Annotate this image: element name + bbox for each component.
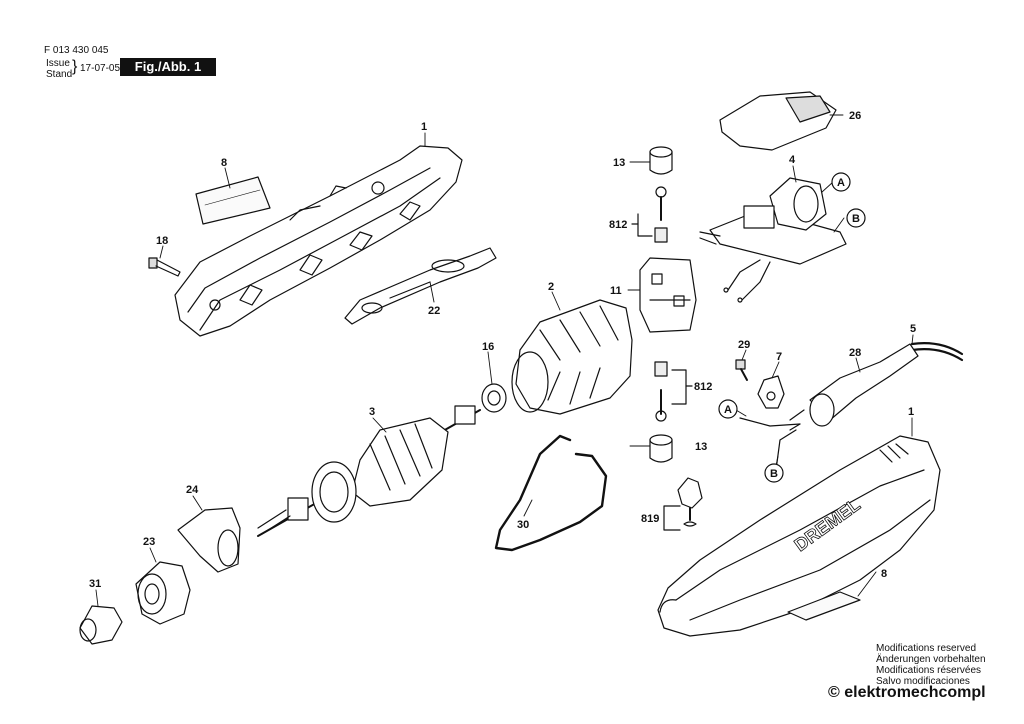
part-label-23: 23 xyxy=(143,536,155,548)
modification-notes: Modifications reserved Änderungen vorbeh… xyxy=(876,643,986,687)
part-label-1-lower: 1 xyxy=(908,406,914,418)
part-label-29: 29 xyxy=(738,339,750,351)
copyright-watermark: © elektromechcompl xyxy=(828,684,986,701)
part-label-1-upper: 1 xyxy=(421,121,427,133)
part-label-18: 18 xyxy=(156,235,168,247)
note-line: Änderungen vorbehalten xyxy=(876,654,986,665)
part-label-8-upper: 8 xyxy=(221,157,227,169)
cord-guard-part-28 xyxy=(739,343,919,471)
part-label-28: 28 xyxy=(849,347,861,359)
connector-letter-a-upper: A xyxy=(837,177,845,189)
part-label-7: 7 xyxy=(776,351,782,363)
part-label-5: 5 xyxy=(910,323,916,335)
collar-part-23 xyxy=(135,561,191,625)
connector-letter-b-lower: B xyxy=(770,468,778,480)
issue-label: Issue xyxy=(46,58,70,69)
cap-part-13-lower xyxy=(649,434,673,463)
armature-part-3 xyxy=(257,405,481,537)
issue-date: 17-07-05 xyxy=(80,63,121,74)
part-label-11: 11 xyxy=(610,285,622,297)
switch-knob-part-819 xyxy=(663,477,703,531)
connector-circle-a-lower xyxy=(718,399,738,419)
connector-letter-b-upper: B xyxy=(852,213,860,225)
brush-screw-part-812-upper xyxy=(631,186,668,243)
part-label-22: 22 xyxy=(428,305,440,317)
brace: } xyxy=(72,58,78,75)
part-label-812-upper: 812 xyxy=(609,219,627,231)
part-label-3: 3 xyxy=(369,406,375,418)
note-line: Modifications réservées xyxy=(876,665,982,676)
cord-clamp-part-7 xyxy=(757,375,785,409)
part-label-819: 819 xyxy=(641,513,659,525)
connector-letter-a-lower: A xyxy=(724,404,732,416)
label-plate-part-8-lower xyxy=(787,591,861,621)
part-label-26: 26 xyxy=(849,110,861,122)
part-label-31: 31 xyxy=(89,578,101,590)
cap-part-13-upper xyxy=(649,146,673,175)
part-label-8-lower: 8 xyxy=(881,568,887,580)
document-number: F 013 430 045 xyxy=(44,45,109,56)
nose-cap-part-24 xyxy=(177,507,241,573)
leader-lines xyxy=(95,114,914,607)
power-cord-part-5 xyxy=(910,342,964,362)
note-line: Modifications reserved xyxy=(876,643,977,654)
brush-screw-part-812-lower xyxy=(654,361,693,422)
housing-half-part-1-open xyxy=(174,145,463,337)
wire-bracket-part-30 xyxy=(494,434,608,552)
part-label-13-upper: 13 xyxy=(613,157,625,169)
stand-label: Stand xyxy=(46,69,73,80)
brush-holder-part-11 xyxy=(639,257,697,333)
switch-cover-part-26 xyxy=(719,91,837,151)
part-label-24: 24 xyxy=(186,484,199,496)
part-label-16: 16 xyxy=(482,341,494,353)
part-label-30: 30 xyxy=(517,519,529,531)
note-line: Salvo modificaciones xyxy=(876,676,970,687)
connector-circle-b-lower xyxy=(764,463,784,483)
figure-label: Fig./Abb. 1 xyxy=(120,58,216,76)
stator-part-2 xyxy=(511,299,633,415)
housing-part-1-closed xyxy=(657,435,941,637)
part-label-812-lower: 812 xyxy=(694,381,712,393)
connector-circle-a-upper xyxy=(831,172,851,192)
part-label-13-lower: 13 xyxy=(695,441,707,453)
collet-nut-part-31 xyxy=(79,605,123,645)
part-label-2: 2 xyxy=(548,281,554,293)
connector-circle-b-upper xyxy=(846,208,866,228)
part-label-4: 4 xyxy=(789,154,796,166)
speed-control-part-4 xyxy=(699,177,847,303)
bearing-ring-part-16 xyxy=(481,383,507,413)
label-plate-part-8 xyxy=(195,176,271,225)
screw-part-29 xyxy=(735,359,748,381)
screw-part-18 xyxy=(148,257,181,277)
switch-slider-part-22 xyxy=(344,247,497,325)
